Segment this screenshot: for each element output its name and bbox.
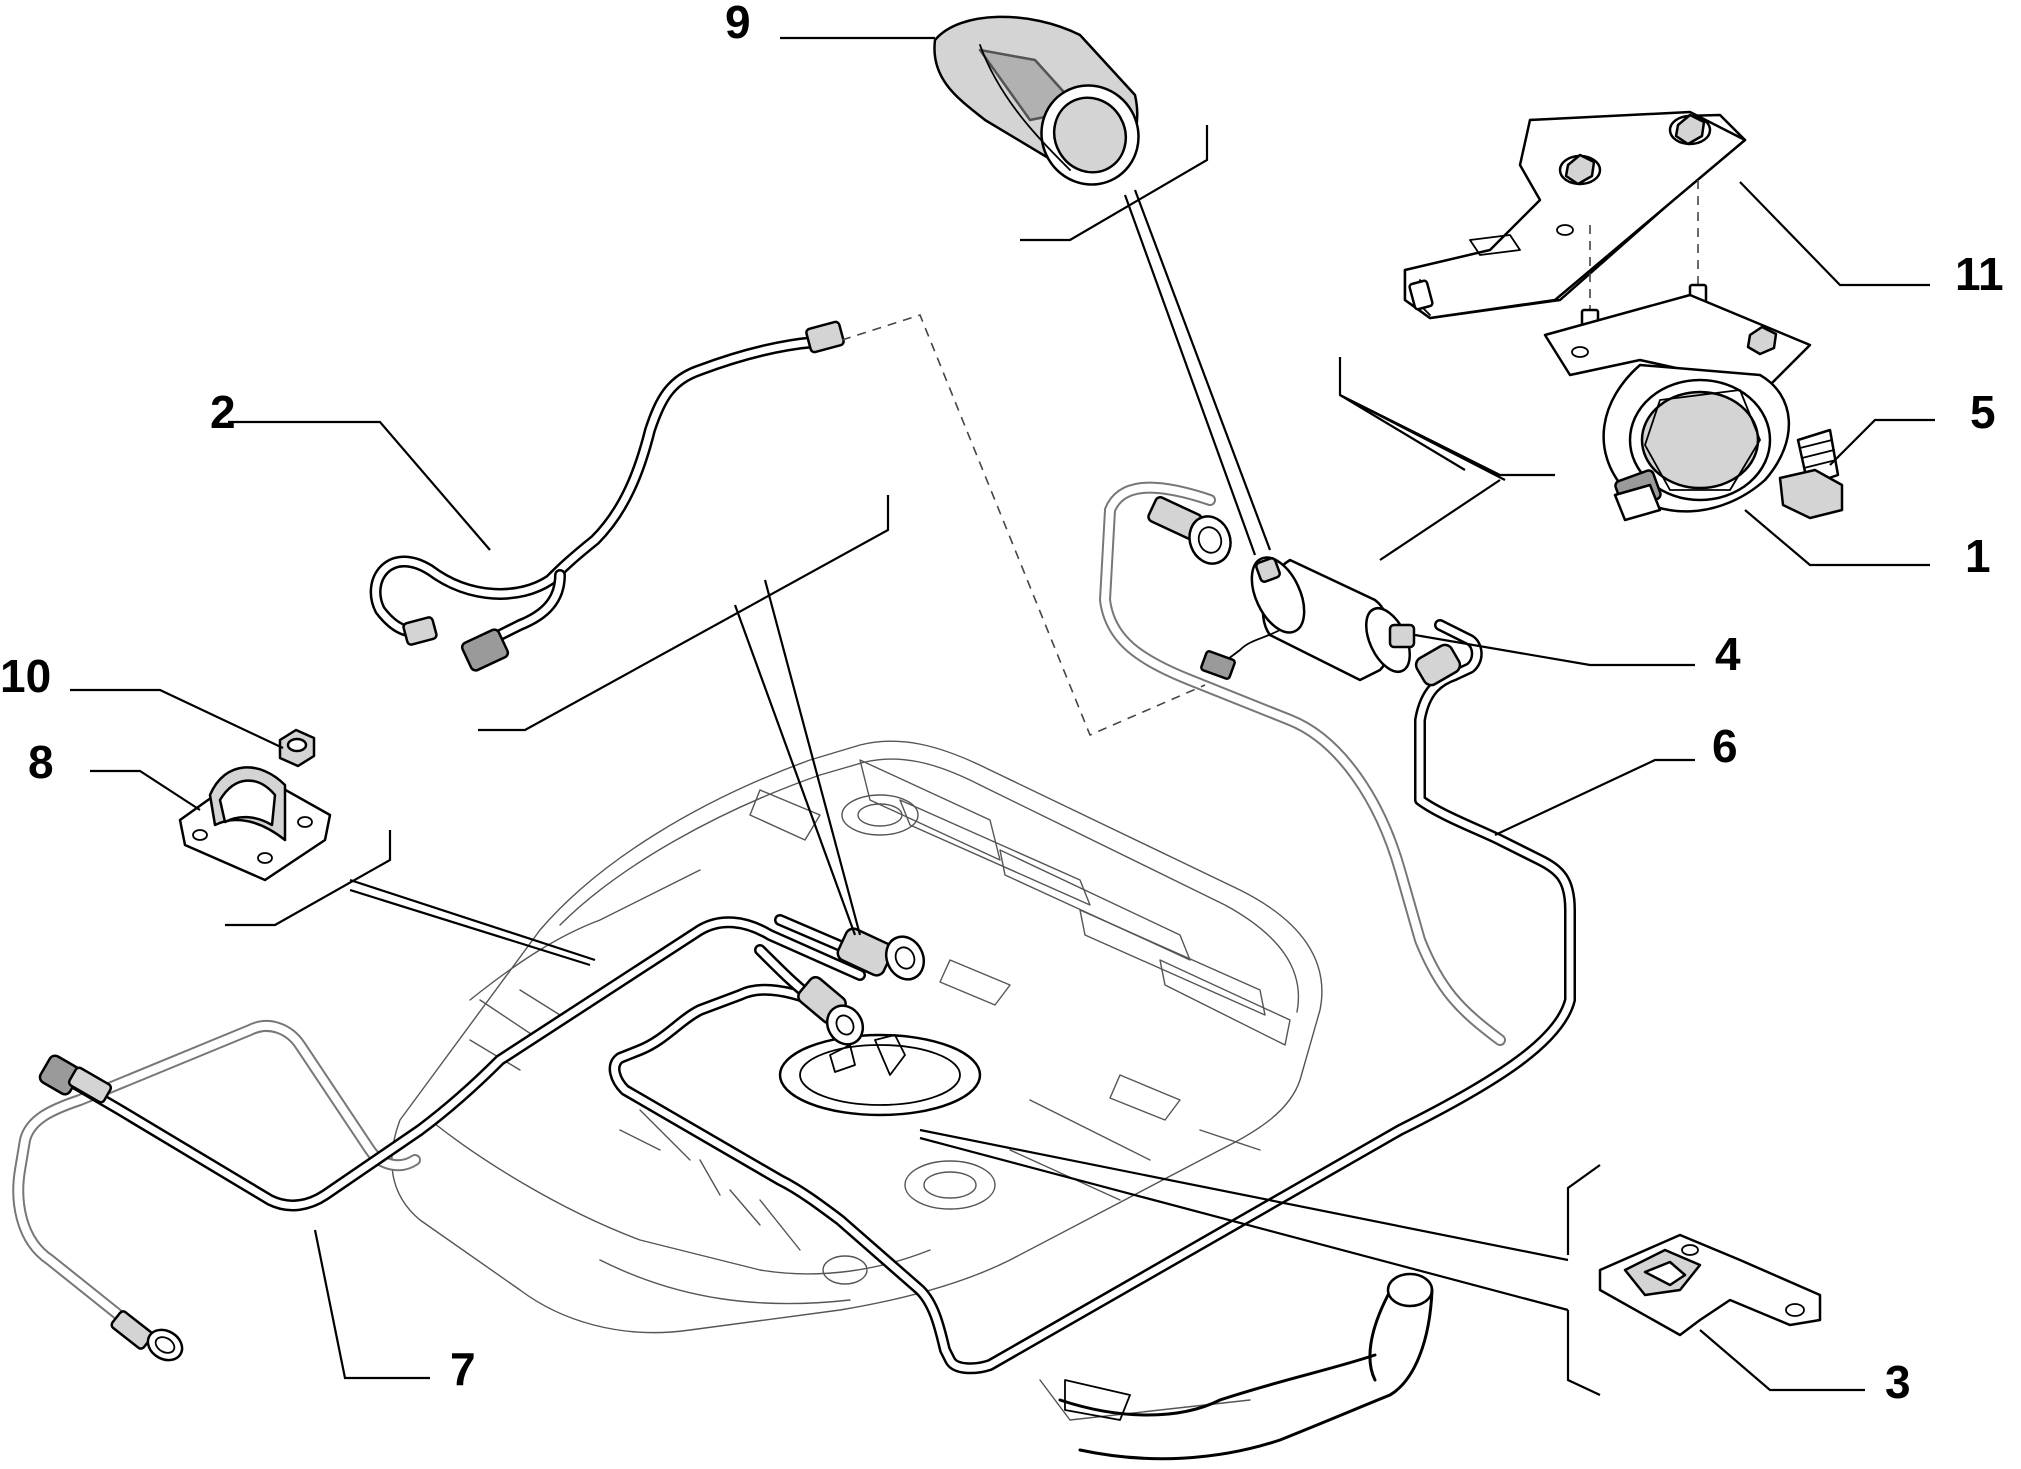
fuel-return-tube-6	[608, 481, 1576, 1375]
fuel-tank	[391, 740, 1323, 1421]
leader-lines	[70, 36, 1935, 1392]
callout-2: 2	[210, 386, 236, 438]
callout-11: 11	[1955, 248, 2004, 300]
callout-5: 5	[1970, 386, 1996, 438]
bolt-5	[1778, 428, 1844, 520]
callout-3: 3	[1885, 1356, 1911, 1408]
tank-bracket-3	[1598, 1233, 1822, 1337]
filter-bracket-11	[1403, 110, 1747, 320]
fuel-filter-4	[1200, 556, 1416, 682]
nut-10	[278, 728, 316, 768]
filter-clamp-1	[1543, 293, 1812, 522]
filler-hose	[1058, 1272, 1434, 1461]
clip-bracket-8	[178, 766, 332, 882]
callout-7: 7	[450, 1343, 476, 1395]
callout-1: 1	[1965, 530, 1991, 582]
group-indicator-brackets	[225, 125, 1601, 1396]
callout-6: 6	[1712, 720, 1738, 772]
callout-8: 8	[28, 736, 54, 788]
rubber-sleeve-9	[933, 15, 1140, 186]
tank-quick-connectors	[754, 914, 926, 1046]
wiring-harness-2	[369, 320, 845, 672]
callout-labels: 9 2 10 8 11 5 1 4 6 7 3	[0, 0, 2004, 1408]
assembly-dashed-guides	[841, 314, 1206, 737]
callout-9: 9	[725, 0, 751, 48]
callout-10: 10	[0, 650, 51, 702]
fuel-pump-module	[778, 1033, 982, 1117]
callout-4: 4	[1715, 628, 1741, 680]
fuel-feed-tube-7	[12, 916, 866, 1362]
